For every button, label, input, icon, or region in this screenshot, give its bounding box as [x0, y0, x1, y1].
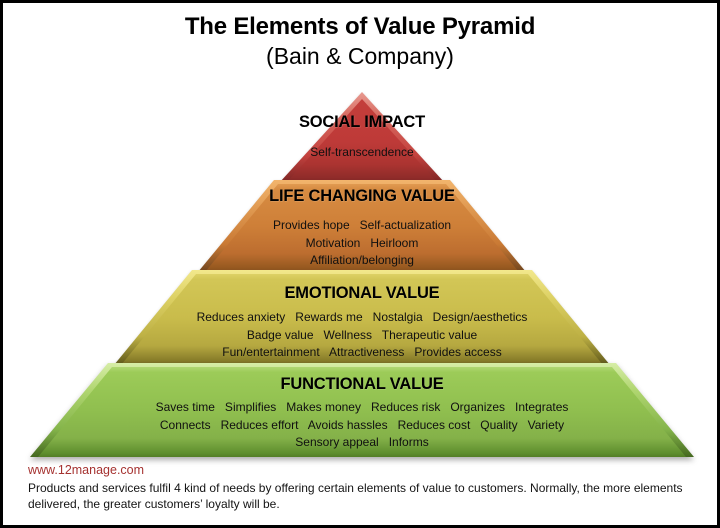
pyramid-level-life-changing: [30, 180, 694, 272]
footer-link[interactable]: www.12manage.com: [28, 463, 145, 477]
footer-description: Products and services fulfil 4 kind of n…: [28, 480, 706, 512]
title-block: The Elements of Value Pyramid (Bain & Co…: [0, 13, 720, 71]
pyramid-shape-life-changing-body: [205, 184, 519, 272]
pyramid-level-functional: [30, 363, 694, 457]
value-pyramid: SOCIAL IMPACT Self-transcendence LIFE CH…: [30, 92, 694, 457]
pyramid-shape-functional: [30, 363, 694, 457]
footer-description-line: delivered, the greater customers’ loyalt…: [28, 497, 280, 511]
pyramid-shape-emotional-body: [121, 274, 603, 365]
pyramid-level-social-impact: [30, 92, 694, 182]
pyramid-level-emotional: [30, 270, 694, 365]
page-subtitle: (Bain & Company): [266, 43, 454, 69]
footer: www.12manage.com Products and services f…: [28, 461, 706, 512]
footer-description-line: Products and services fulfil 4 kind of n…: [28, 481, 683, 495]
pyramid-shape-social-impact-body: [287, 99, 437, 182]
pyramid-shape-functional-body: [38, 367, 686, 457]
page-title: The Elements of Value Pyramid: [184, 13, 536, 40]
pyramid-shape-life-changing: [198, 180, 526, 272]
pyramid-shape-emotional: [114, 270, 610, 365]
pyramid-shape-social-impact: [280, 92, 444, 182]
